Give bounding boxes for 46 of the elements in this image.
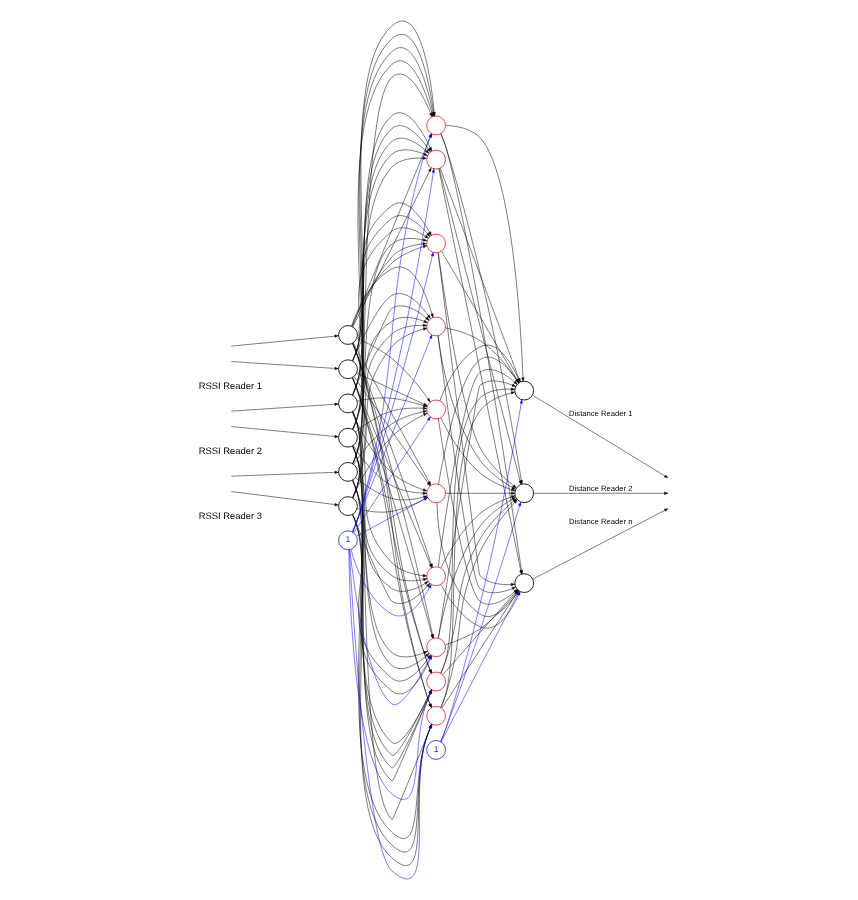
arrow xyxy=(351,305,429,396)
node-circle xyxy=(337,393,357,414)
arrow xyxy=(350,245,426,327)
arrow xyxy=(356,497,427,513)
arrow xyxy=(437,252,516,489)
node-circle xyxy=(337,462,357,482)
arrow xyxy=(351,411,427,658)
arrow xyxy=(351,514,429,604)
arrow xyxy=(352,445,426,495)
arrow xyxy=(351,167,431,328)
arrow xyxy=(351,293,430,361)
arrow xyxy=(354,477,427,501)
arrow xyxy=(531,508,668,580)
node-circle xyxy=(337,359,357,380)
arrow xyxy=(444,491,515,495)
arrow xyxy=(440,251,518,383)
node-circle xyxy=(337,325,357,345)
arrow xyxy=(352,410,426,465)
arrow xyxy=(351,446,427,582)
arrow xyxy=(230,470,338,477)
arrow xyxy=(436,335,515,490)
arrow xyxy=(230,491,338,506)
node-circle xyxy=(337,427,357,448)
arrow xyxy=(355,497,427,537)
arrow xyxy=(350,266,433,327)
arrow xyxy=(351,215,430,396)
arrow xyxy=(230,334,338,347)
arrow xyxy=(439,168,520,383)
arrow xyxy=(444,327,518,383)
arrow xyxy=(438,344,520,401)
arrow xyxy=(230,402,338,412)
arrow xyxy=(351,202,431,361)
arrow xyxy=(532,491,668,495)
arrow xyxy=(531,395,668,479)
arrow xyxy=(230,361,338,370)
arrow xyxy=(439,495,515,569)
arrow xyxy=(436,252,514,586)
arrow xyxy=(444,125,524,382)
arrow xyxy=(439,417,515,492)
arrow xyxy=(351,411,426,578)
arrow xyxy=(230,426,338,438)
arrow xyxy=(354,406,426,433)
arrow xyxy=(437,356,518,485)
arrow xyxy=(437,369,517,568)
arrow xyxy=(355,338,430,403)
node-circle xyxy=(337,496,357,516)
